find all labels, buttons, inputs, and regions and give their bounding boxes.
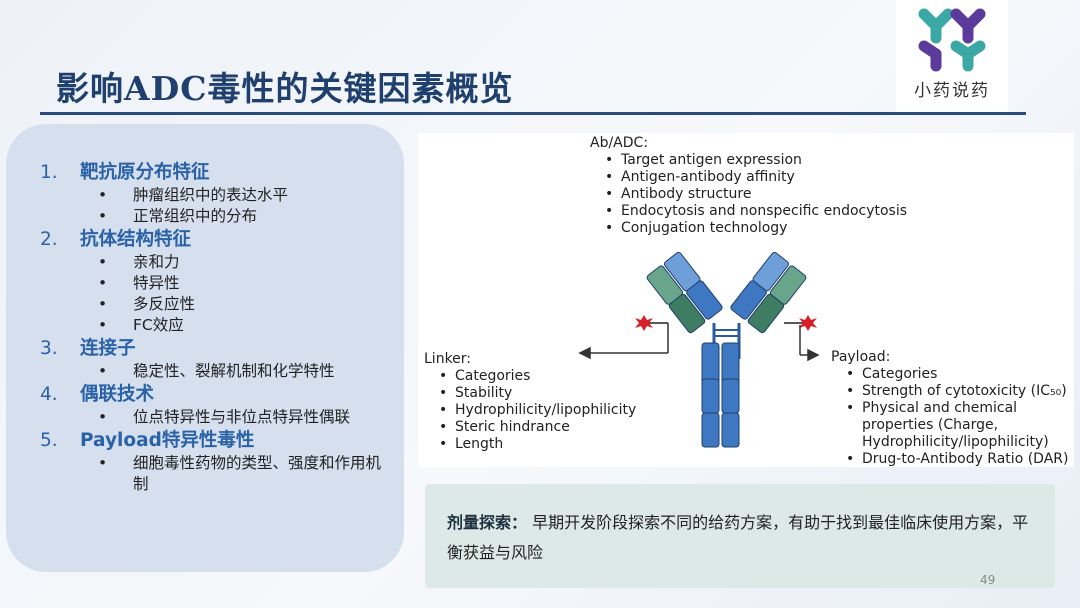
note-body: 早期开发阶段探索不同的给药方案，有助于找到最佳临床使用方案，平衡获益与风险 xyxy=(447,513,1029,562)
list-item: •Length xyxy=(439,436,504,452)
bullet-icon: • xyxy=(98,253,108,271)
payload-icon xyxy=(635,315,817,331)
list-item: •Categories xyxy=(439,368,531,384)
bullet-icon: • xyxy=(98,274,108,292)
list-item: •肿瘤组织中的表达水平 xyxy=(98,186,289,204)
factor-list-panel: 1.靶抗原分布特征 •肿瘤组织中的表达水平 •正常组织中的分布 2.抗体结构特征… xyxy=(6,124,404,572)
bullet-icon: • xyxy=(98,316,108,334)
list-item: •细胞毒性药物的类型、强度和作用机制 xyxy=(98,454,382,493)
page-number: 49 xyxy=(980,573,996,587)
section-heading: 4.偶联技术 xyxy=(40,384,155,405)
list-item: •Target antigen expression xyxy=(605,152,802,168)
bullet-icon: • xyxy=(98,454,108,472)
list-item: •Drug-to-Antibody Ratio (DAR) xyxy=(846,451,1069,467)
bullet-icon: • xyxy=(98,207,108,225)
section-heading: 3.连接子 xyxy=(40,338,136,359)
bullet-icon: • xyxy=(98,295,108,313)
note-text: 剂量探索： 早期开发阶段探索不同的给药方案，有助于找到最佳临床使用方案，平衡获益… xyxy=(447,508,1043,568)
list-item: •正常组织中的分布 xyxy=(98,207,258,225)
title-underline xyxy=(40,112,1026,115)
list-item: •Endocytosis and nonspecific endocytosis xyxy=(605,203,908,219)
bullet-icon: • xyxy=(98,408,108,426)
logo: 小药说药 xyxy=(896,0,1008,112)
list-item: •Categories xyxy=(846,366,938,382)
section-heading: 1.靶抗原分布特征 xyxy=(40,162,210,183)
note-label: 剂量探索： xyxy=(447,513,528,532)
molecule-logo-icon xyxy=(918,8,986,72)
section-heading: 2.抗体结构特征 xyxy=(40,229,192,250)
list-item: •Conjugation technology xyxy=(605,220,788,236)
antibody-icon xyxy=(646,251,807,448)
slide-title: 影响ADC毒性的关键因素概览 xyxy=(56,69,514,108)
logo-text: 小药说药 xyxy=(914,81,990,101)
linker-header: Linker: xyxy=(424,351,472,367)
list-item: •特异性 xyxy=(98,274,180,292)
list-item: •稳定性、裂解机制和化学特性 xyxy=(98,362,335,380)
list-item: •Antibody structure xyxy=(605,186,752,202)
payload-block: Payload: •Categories •Strength of cytoto… xyxy=(831,349,1069,468)
list-item: •Strength of cytotoxicity (IC₅₀) xyxy=(846,383,1067,399)
list-item: •Stability xyxy=(439,385,513,401)
ab-adc-header: Ab/ADC: xyxy=(590,135,649,151)
list-item: •亲和力 xyxy=(98,253,180,271)
ab-adc-block: Ab/ADC: •Target antigen expression •Anti… xyxy=(590,135,930,237)
factor-list: 1.靶抗原分布特征 •肿瘤组织中的表达水平 •正常组织中的分布 2.抗体结构特征… xyxy=(40,160,390,495)
list-item: •Steric hindrance xyxy=(439,419,570,435)
antibody-illustration xyxy=(578,251,820,448)
arrow-icon xyxy=(578,323,820,362)
list-item: •Hydrophilicity/lipophilicity xyxy=(439,402,637,418)
bullet-icon: • xyxy=(98,362,108,380)
dose-exploration-note: 剂量探索： 早期开发阶段探索不同的给药方案，有助于找到最佳临床使用方案，平衡获益… xyxy=(425,484,1055,588)
adc-diagram: Ab/ADC: •Target antigen expression •Anti… xyxy=(418,133,1074,467)
bullet-icon: • xyxy=(98,186,108,204)
list-item: •位点特异性与非位点特异性偶联 xyxy=(98,408,351,426)
section-heading: 5.Payload特异性毒性 xyxy=(40,430,255,451)
list-item: •多反应性 xyxy=(98,295,196,313)
list-item: •Antigen-antibody affinity xyxy=(605,169,795,185)
linker-block: Linker: •Categories •Stability •Hydrophi… xyxy=(424,351,674,453)
payload-header: Payload: xyxy=(831,349,891,365)
list-item: •FC效应 xyxy=(98,316,184,334)
list-item: •Physical and chemical properties (Charg… xyxy=(846,400,1049,450)
